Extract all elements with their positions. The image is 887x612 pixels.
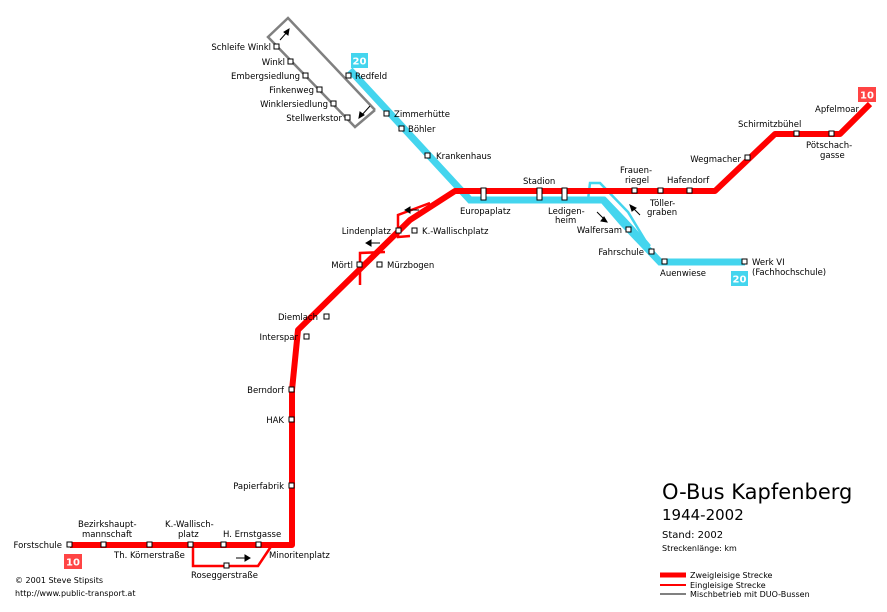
line-10-badge-top[interactable]: 10 bbox=[858, 87, 876, 102]
line-10-loop-moertl bbox=[358, 250, 386, 285]
label-embergsiedlung: Embergsiedlung bbox=[231, 72, 300, 82]
label-muerzbogen: Mürzbogen bbox=[387, 261, 434, 271]
line-20-loop-2 bbox=[588, 196, 649, 245]
map-years: 1944-2002 bbox=[662, 506, 744, 524]
label-fahrschule: Fahrschule bbox=[598, 248, 644, 258]
label-winkl: Winkl bbox=[262, 58, 285, 68]
label-poetschachgasse-2: gasse bbox=[820, 151, 845, 161]
credits: © 2001 Steve Stipsits http://www.public-… bbox=[15, 576, 135, 598]
label-finkenweg: Finkenweg bbox=[269, 86, 314, 96]
line-20-badge-bottom[interactable]: 20 bbox=[731, 271, 748, 286]
label-lindenplatz: Lindenplatz bbox=[342, 227, 392, 237]
label-krankenhaus: Krankenhaus bbox=[436, 152, 492, 162]
label-roseggerstrasse: Roseggerstraße bbox=[191, 571, 258, 581]
label-schleife-winkl: Schleife Winkl bbox=[211, 43, 271, 53]
label-poetschachgasse-1: Pötschach- bbox=[806, 141, 852, 151]
label-kwallisch-s-1: K.-Wallisch- bbox=[165, 520, 214, 530]
line-10-loop-rosegger bbox=[191, 544, 274, 568]
label-fachhochschule: (Fachhochschule) bbox=[752, 268, 826, 278]
label-th-koernerstrasse: Th. Körnerstraße bbox=[113, 551, 185, 561]
label-ledigenheim-1: Ledigen- bbox=[548, 207, 585, 217]
label-bezirks-2: mannschaft bbox=[82, 530, 133, 540]
line-10-badge-bottom[interactable]: 10 bbox=[64, 554, 82, 569]
label-kwallisch-s-2: platz bbox=[178, 530, 199, 540]
label-diemlach: Diemlach bbox=[278, 313, 318, 323]
stop-markers bbox=[66, 43, 835, 569]
label-winklersiedlung: Winklersiedlung bbox=[260, 100, 328, 110]
title-block: O-Bus Kapfenberg 1944-2002 Stand: 2002 S… bbox=[662, 480, 852, 553]
label-moertl: Mörtl bbox=[331, 261, 353, 271]
label-schirmitzbuehel: Schirmitzbühel bbox=[738, 120, 801, 130]
label-berndorf: Berndorf bbox=[247, 386, 285, 396]
label-bezirks-1: Bezirkshaupt- bbox=[78, 520, 137, 530]
map-length: Streckenlänge: km bbox=[662, 544, 737, 553]
legend-label-duo: Mischbetrieb mit DUO-Bussen bbox=[690, 590, 810, 599]
label-werk-vi: Werk VI bbox=[752, 258, 785, 268]
label-h-ernstgasse: H. Ernstgasse bbox=[223, 530, 281, 540]
label-auenwiese: Auenwiese bbox=[660, 269, 706, 279]
line-20-route bbox=[347, 67, 745, 266]
website-link[interactable]: http://www.public-transport.at bbox=[15, 589, 135, 598]
map-title: O-Bus Kapfenberg bbox=[662, 480, 852, 504]
label-ledigenheim-2: heim bbox=[555, 216, 576, 226]
label-interspar: Interspar bbox=[260, 333, 299, 343]
label-forstschule: Forstschule bbox=[13, 541, 62, 551]
label-walfersam: Walfersam bbox=[577, 226, 622, 236]
label-redfeld: Redfeld bbox=[355, 72, 387, 82]
line-10-loop-lindenplatz bbox=[396, 201, 431, 239]
label-europaplatz: Europaplatz bbox=[460, 207, 511, 217]
label-toellergraben-2: graben bbox=[647, 208, 677, 218]
label-stadion: Stadion bbox=[523, 177, 555, 187]
svg-text:10: 10 bbox=[66, 558, 80, 569]
svg-text:20: 20 bbox=[353, 57, 367, 68]
copyright-text: © 2001 Steve Stipsits bbox=[15, 576, 103, 585]
label-k-wallischplatz-n: K.-Wallischplatz bbox=[422, 227, 489, 237]
label-stellwerkstor: Stellwerkstor bbox=[286, 114, 342, 124]
line-20-badge-top[interactable]: 20 bbox=[351, 53, 368, 68]
map-status: Stand: 2002 bbox=[662, 530, 723, 541]
duo-route-loop bbox=[266, 16, 376, 129]
label-toellergraben-1: Töller- bbox=[649, 199, 675, 209]
label-hafendorf: Hafendorf bbox=[667, 176, 710, 186]
svg-text:10: 10 bbox=[860, 91, 874, 102]
stop-labels: Schleife Winkl Winkl Embergsiedlung Fink… bbox=[13, 43, 859, 581]
legend: Zweigleisige Strecke Eingleisige Strecke… bbox=[660, 571, 810, 599]
legend-label-single: Eingleisige Strecke bbox=[690, 581, 766, 590]
label-frauenriegel-1: Frauen- bbox=[620, 166, 652, 176]
line-10-route bbox=[70, 101, 873, 548]
label-apfelmoar: Apfelmoar bbox=[815, 105, 859, 115]
label-zimmerhuette: Zimmerhütte bbox=[394, 110, 450, 120]
label-minoritenplatz: Minoritenplatz bbox=[269, 551, 330, 561]
label-frauenriegel-2: riegel bbox=[625, 176, 649, 186]
legend-label-double: Zweigleisige Strecke bbox=[690, 571, 773, 580]
label-papierfabrik: Papierfabrik bbox=[233, 482, 284, 492]
label-hak: HAK bbox=[266, 416, 284, 426]
label-wegmacher: Wegmacher bbox=[690, 155, 741, 165]
svg-text:20: 20 bbox=[733, 275, 747, 286]
direction-arrows bbox=[236, 28, 641, 562]
label-boehler: Böhler bbox=[408, 125, 436, 135]
